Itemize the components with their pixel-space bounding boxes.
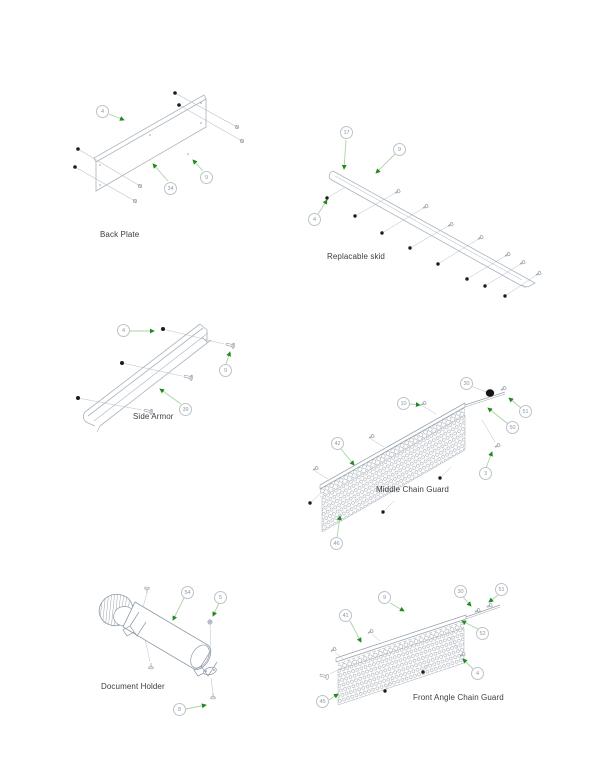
replacable-skid-drawing bbox=[317, 139, 542, 298]
callout-balloon: 5 bbox=[214, 591, 227, 604]
figure-middle-chain-guard: 30 10 51 50 42 3 46 Middle Chain Guard bbox=[300, 370, 560, 565]
callout-balloon: 10 bbox=[397, 397, 410, 410]
callout-balloon: 9 bbox=[393, 143, 406, 156]
figure-caption: Side Armor bbox=[133, 412, 174, 421]
callout-balloon: 51 bbox=[495, 583, 508, 596]
figure-caption: Back Plate bbox=[100, 230, 140, 239]
figure-caption: Document Holder bbox=[101, 682, 165, 691]
figure-caption: Front Angle Chain Guard bbox=[413, 693, 504, 702]
figure-document-holder: 54 5 8 Document Holder bbox=[80, 570, 260, 730]
back-plate-drawing bbox=[73, 91, 245, 204]
callout-balloon: 9 bbox=[378, 591, 391, 604]
figure-replacable-skid: 17 9 4 Replacable skid bbox=[300, 110, 555, 300]
callout-balloon: 51 bbox=[519, 405, 532, 418]
figure-back-plate: 4 34 9 Back Plate bbox=[60, 80, 260, 260]
callout-balloon: 9 bbox=[200, 171, 213, 184]
callout-balloon: 17 bbox=[340, 126, 353, 139]
callout-balloon: 41 bbox=[339, 609, 352, 622]
callout-balloon: 8 bbox=[173, 703, 186, 716]
callout-balloon: 42 bbox=[331, 437, 344, 450]
callout-balloon: 52 bbox=[476, 627, 489, 640]
callout-balloon: 30 bbox=[460, 377, 473, 390]
figure-front-angle-chain-guard: 41 9 30 51 52 4 45 Front Angle Chain Gua… bbox=[300, 575, 545, 725]
callout-balloon: 4 bbox=[471, 667, 484, 680]
figure-caption: Middle Chain Guard bbox=[376, 485, 449, 494]
figure-side-armor: 4 9 39 Side Armor bbox=[60, 300, 260, 440]
callout-balloon: 39 bbox=[179, 403, 192, 416]
side-armor-drawing bbox=[76, 323, 236, 433]
callout-balloon: 4 bbox=[96, 105, 109, 118]
middle-chain-guard-drawing bbox=[308, 385, 522, 539]
document-holder-drawing bbox=[98, 586, 220, 710]
callout-balloon: 34 bbox=[164, 182, 177, 195]
front-angle-chain-guard-drawing bbox=[319, 594, 501, 706]
callout-balloon: 4 bbox=[308, 213, 321, 226]
callout-balloon: 4 bbox=[117, 324, 130, 337]
callout-balloon: 45 bbox=[316, 695, 329, 708]
callout-balloon: 3 bbox=[479, 467, 492, 480]
callout-balloon: 30 bbox=[454, 585, 467, 598]
callout-balloon: 46 bbox=[330, 537, 343, 550]
callout-balloon: 50 bbox=[506, 421, 519, 434]
callout-balloon: 54 bbox=[181, 586, 194, 599]
figure-caption: Replacable skid bbox=[327, 252, 385, 261]
callout-balloon: 9 bbox=[219, 364, 232, 377]
